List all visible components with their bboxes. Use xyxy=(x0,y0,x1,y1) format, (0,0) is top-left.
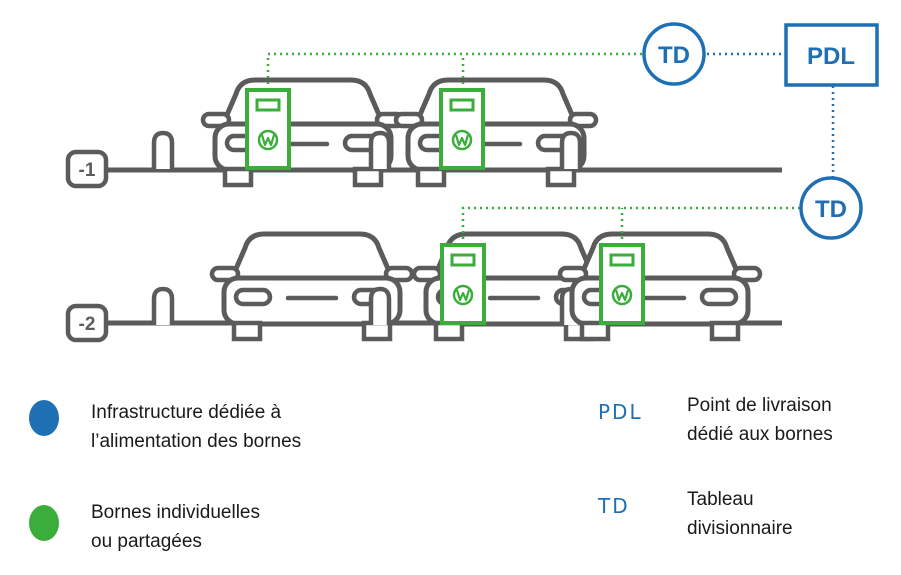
car xyxy=(203,80,403,185)
legend-line: ou partagées xyxy=(91,531,202,552)
level-label: -1 xyxy=(79,160,96,181)
legend-line: Tableau xyxy=(687,489,754,510)
legend-bornes: Bornes individuelles ou partagées xyxy=(91,498,260,556)
bollard xyxy=(371,133,389,169)
legend-line: dédié aux bornes xyxy=(687,424,833,445)
charging-station xyxy=(439,88,485,170)
legend-td-abbr: TD xyxy=(598,494,630,518)
legend-line: l’alimentation des bornes xyxy=(91,431,302,452)
bollard xyxy=(562,133,580,169)
parking-diagram: -1 -2 TD PDL xyxy=(65,22,879,343)
td-node-bottom: TD xyxy=(799,176,863,240)
legend-line: Bornes individuelles xyxy=(91,502,260,523)
td-label: TD xyxy=(815,196,847,223)
legend-pdl-abbr: PDL xyxy=(598,400,643,424)
legend-pdl: Point de livraison dédié aux bornes xyxy=(687,391,833,449)
car xyxy=(560,234,760,339)
bollard xyxy=(371,289,389,325)
td-label: TD xyxy=(658,42,690,69)
legend-line: Point de livraison xyxy=(687,395,832,416)
green-dot-icon xyxy=(29,505,59,541)
td-node-top: TD xyxy=(642,22,706,86)
level-badge xyxy=(65,149,109,189)
blue-dot-icon xyxy=(29,400,59,436)
bollard xyxy=(154,289,172,325)
legend-line: divisionnaire xyxy=(687,518,793,539)
green-wire xyxy=(461,206,800,245)
pdl-node: PDL xyxy=(784,23,879,87)
pdl-label: PDL xyxy=(807,43,855,70)
level-label: -2 xyxy=(79,314,96,335)
legend-td: Tableau divisionnaire xyxy=(687,485,793,543)
green-wire xyxy=(266,52,642,90)
charging-station xyxy=(245,88,291,170)
bollard xyxy=(154,133,172,169)
legend-infrastructure: Infrastructure dédiée à l’alimentation d… xyxy=(91,398,301,456)
charging-station xyxy=(599,243,645,325)
legend-line: Infrastructure dédiée à xyxy=(91,402,282,423)
wiring xyxy=(266,52,835,245)
level-badge xyxy=(65,303,109,343)
charging-station xyxy=(440,243,486,325)
level-minus-2: -2 xyxy=(65,234,782,343)
level-minus-1: -1 xyxy=(65,80,782,189)
